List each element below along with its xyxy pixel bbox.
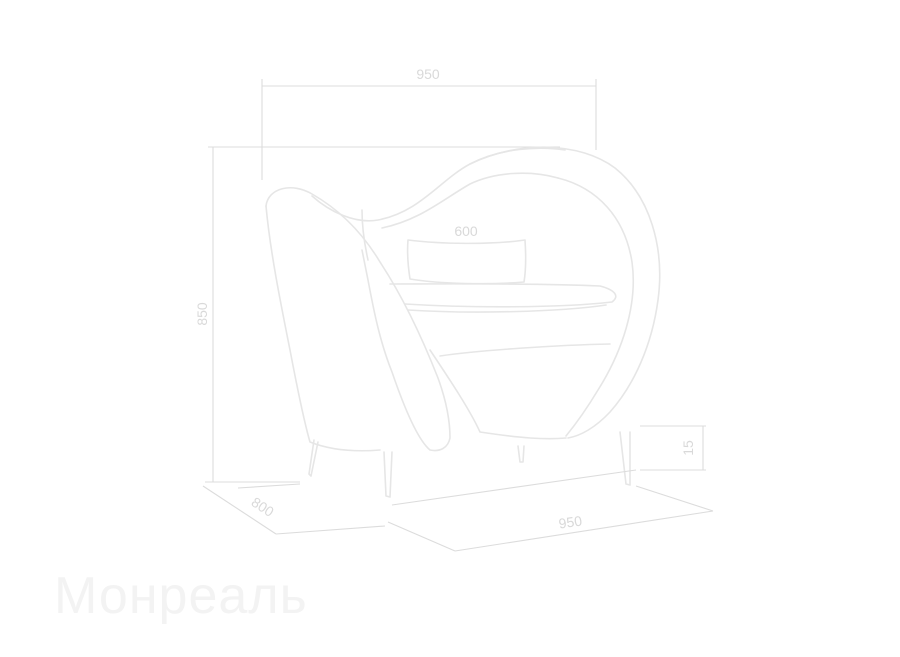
left-side-panel	[265, 205, 381, 452]
front-width-dimension-line	[454, 510, 714, 552]
armchair-outline: 600	[265, 146, 661, 498]
back-inner-edge	[381, 172, 559, 229]
depth-extension-back	[237, 483, 301, 489]
depth-line-lower	[202, 485, 277, 535]
overall-width-label: 950	[416, 66, 440, 82]
leg-back-center	[517, 445, 525, 463]
front-width-label: 950	[558, 512, 584, 531]
left-arm-piece	[265, 186, 451, 452]
right-arm-inner	[557, 177, 635, 437]
back-top-edge	[311, 147, 566, 222]
left-back-seam	[361, 209, 369, 261]
side-depth-label: 800	[249, 494, 277, 520]
leg-height-label: 15	[680, 440, 696, 456]
leg-front-right	[619, 431, 631, 486]
right-arm-outer	[469, 146, 661, 439]
back-cushion	[406, 239, 527, 285]
dimension-front-width: 950	[387, 469, 714, 552]
seat-base-line	[439, 343, 611, 357]
dimension-leg-height: 15	[640, 425, 706, 471]
seat-top	[389, 283, 617, 308]
dimension-side-depth: 800	[202, 483, 386, 535]
product-name-title: Монреаль	[54, 567, 308, 625]
front-width-extension-left	[387, 521, 456, 552]
front-width-extension-floor	[391, 469, 637, 506]
leg-front-left	[383, 451, 393, 498]
dimension-overall-width: 950	[261, 66, 597, 180]
cushion-width-label: 600	[454, 223, 478, 239]
overall-height-label: 850	[194, 302, 210, 326]
dimension-overall-height: 850	[194, 146, 560, 483]
seat-front-edge	[407, 304, 607, 313]
leg-back-left	[308, 439, 319, 477]
depth-extension-front	[275, 525, 386, 535]
front-base-curve	[429, 349, 567, 440]
front-width-extension-right	[635, 485, 714, 512]
